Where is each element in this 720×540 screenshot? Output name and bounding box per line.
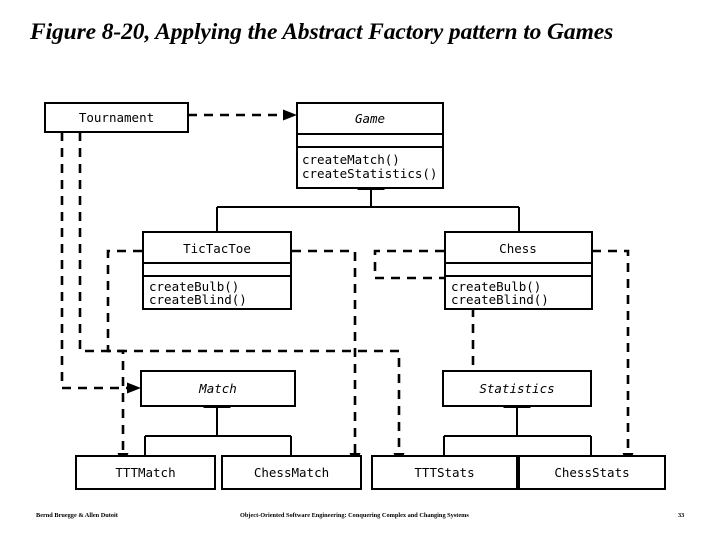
class-box-chessstats[interactable]: ChessStats (518, 455, 666, 490)
class-name-chessmatch: ChessMatch (254, 465, 329, 480)
class-name-game: Game (355, 111, 385, 126)
operation-create-blind-ttt: createBlind() (149, 292, 247, 307)
class-name-tttstats: TTTStats (414, 465, 474, 480)
slide-footer: Bernd Bruegge & Allen Dutoit Object-Orie… (0, 512, 720, 530)
class-box-chess[interactable]: Chess createBulb() createBlind() (444, 231, 593, 310)
footer-authors: Bernd Bruegge & Allen Dutoit (36, 512, 118, 519)
class-box-tournament[interactable]: Tournament (44, 102, 189, 133)
dependency-chess-chessstats (592, 249, 634, 467)
uml-class-diagram: Tournament Game createMatch() createStat… (44, 102, 666, 490)
operation-create-bulb-chess: createBulb() (451, 279, 541, 294)
class-box-tictactoe[interactable]: TicTacToe createBulb() createBlind() (142, 231, 292, 310)
operation-create-blind-chess: createBlind() (451, 292, 549, 307)
operation-create-match: createMatch() (302, 152, 400, 167)
operation-create-statistics: createStatistics() (302, 166, 437, 181)
footer-book-title: Object-Oriented Software Engineering: Co… (240, 512, 469, 519)
dependency-tictactoe-chessmatch (292, 249, 361, 467)
class-box-statistics[interactable]: Statistics (442, 370, 592, 407)
dependency-tournament-game (188, 109, 297, 121)
class-box-tttstats[interactable]: TTTStats (371, 455, 518, 490)
arrowhead (127, 382, 141, 394)
arrowhead (283, 109, 297, 121)
dependency-tournament-tttmatch (78, 132, 129, 467)
class-box-chessmatch[interactable]: ChessMatch (221, 455, 362, 490)
footer-page-number: 33 (678, 512, 685, 519)
dependency-tournament-match (60, 132, 141, 394)
class-name-tttmatch: TTTMatch (115, 465, 175, 480)
operation-create-bulb-ttt: createBulb() (149, 279, 239, 294)
page-title: Figure 8-20, Applying the Abstract Facto… (30, 19, 614, 45)
class-box-game[interactable]: Game createMatch() createStatistics() (296, 102, 444, 189)
class-name-tournament: Tournament (79, 110, 154, 125)
class-box-match[interactable]: Match (140, 370, 296, 407)
class-name-tictactoe: TicTacToe (183, 241, 251, 256)
class-name-match: Match (198, 381, 237, 396)
class-name-statistics: Statistics (479, 381, 554, 396)
class-name-chess: Chess (499, 241, 537, 256)
class-name-chessstats: ChessStats (554, 465, 629, 480)
class-box-tttmatch[interactable]: TTTMatch (75, 455, 216, 490)
